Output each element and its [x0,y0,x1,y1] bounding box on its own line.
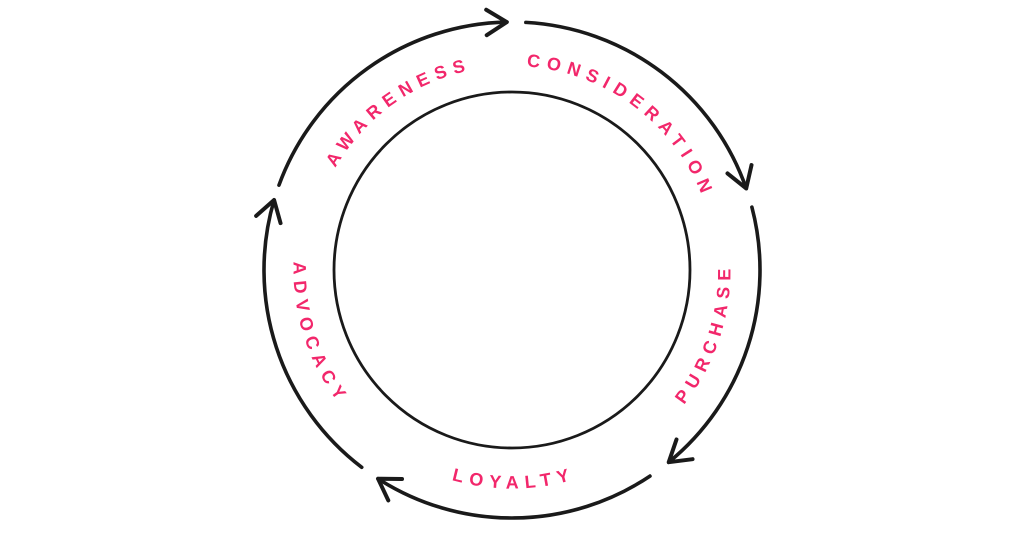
stage-purchase: PURCHASE [666,205,762,465]
stage-arc [262,198,364,470]
arrow-icon [725,163,754,191]
stage-label: CONSIDERATION [526,50,719,201]
stage-loyalty: LOYALTY [376,463,652,520]
arrow-icon [666,437,695,465]
arrow-icon [484,7,509,38]
inner-circle [332,90,692,450]
stage-arc [524,20,749,191]
stage-advocacy: ADVOCACY [254,197,364,470]
cycle-group: AWARENESS CONSIDERATION PURCHASE LOYALTY ADV… [254,7,762,520]
stage-awareness: AWARENESS [277,7,509,187]
arrow-icon [376,476,405,503]
stage-arc [277,20,509,187]
stage-label: AWARENESS [322,54,474,170]
arrow-icon [254,197,283,226]
stage-arc [666,205,762,464]
stage-consideration: CONSIDERATION [524,20,754,201]
stage-label: LOYALTY [451,463,578,492]
stage-arc [376,474,652,520]
stage-label: PURCHASE [671,262,735,407]
stage-label: ADVOCACY [289,262,353,409]
